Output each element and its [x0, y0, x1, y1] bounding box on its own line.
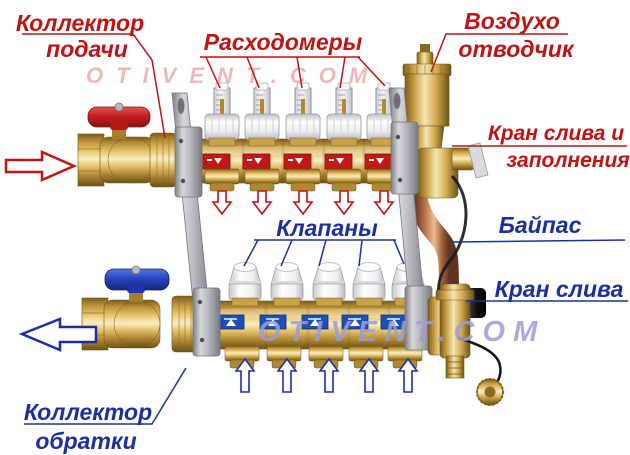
- return-ball-valve: [81, 265, 199, 353]
- drain-valve-assembly: [427, 283, 504, 406]
- flow-meter: [202, 82, 240, 192]
- air-vent-assembly: [402, 44, 452, 151]
- fill-valve-lever: [467, 142, 489, 179]
- air-vent-label: Воздухо: [464, 8, 560, 34]
- drain-valve-label: Кран слива: [495, 276, 624, 302]
- red-leader-lines: [4, 33, 627, 216]
- flow-out-arrow: [18, 317, 98, 352]
- return-manifold-assembly: [81, 261, 445, 369]
- flow-meters-label: Расходомеры: [204, 29, 363, 55]
- watermark-bottom: OTIVENT.COM: [258, 316, 545, 348]
- blue-valve-handle: [104, 265, 170, 293]
- watermark-top: OTIVENT.COM: [86, 63, 380, 88]
- drain-cable: [437, 174, 468, 297]
- return-manifold-label-2: обратки: [35, 428, 136, 454]
- red-labels: Коллектор подачи Расходомеры Воздухо отв…: [16, 8, 630, 172]
- fill-drain-label: Кран слива и: [488, 122, 624, 145]
- supply-manifold-assembly: [77, 82, 431, 192]
- hose-barb: [445, 355, 465, 379]
- air-vent-leader: [430, 33, 568, 73]
- return-manifold-label: Коллектор: [24, 399, 152, 425]
- flow-meter: [283, 82, 321, 192]
- flow-meter: [324, 82, 362, 192]
- supply-ball-valve: [77, 102, 177, 188]
- bypass-leader: [451, 239, 626, 243]
- blue-leader-lines: [18, 239, 628, 425]
- bypass-label: Байпас: [499, 212, 582, 238]
- red-valve-handle: [87, 102, 151, 130]
- supply-manifold-label-2: подачи: [46, 36, 128, 62]
- flow-meter-stations: [202, 82, 402, 192]
- up-flow-arrows: [234, 357, 419, 393]
- supply-manifold-label: Коллектор: [16, 10, 144, 36]
- bypass-pipe: [406, 189, 459, 301]
- flow-meter: [242, 82, 280, 192]
- blue-labels: Клапаны Байпас Кран слива Коллектор обра…: [24, 212, 624, 454]
- flow-in-arrow: [4, 150, 78, 182]
- return-label-leader: [24, 367, 187, 425]
- supply-label-leader: [22, 33, 166, 139]
- down-flow-arrows: [211, 190, 395, 216]
- fill-drain-label-2: заполнения: [506, 149, 629, 172]
- air-vent-label-2: отводчик: [458, 36, 575, 62]
- manifold-end-body: [417, 142, 489, 199]
- valves-label: Клапаны: [276, 215, 378, 241]
